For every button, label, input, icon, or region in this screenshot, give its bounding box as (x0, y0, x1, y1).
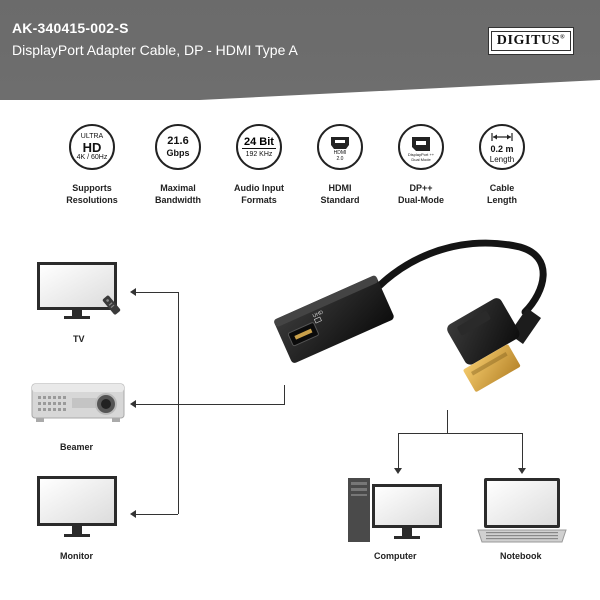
connector-line-beamer (134, 404, 284, 405)
arrow-to-notebook (518, 468, 526, 474)
bandwidth-icon: 21.6 Gbps (155, 124, 201, 170)
hdmi-connector-icon: HDMI 2.0 (317, 124, 363, 170)
audio-format-icon: 24 Bit 192 KHz (236, 124, 282, 170)
arrow-to-beamer (130, 400, 136, 408)
projector-icon (31, 383, 125, 422)
connector-line-dp (447, 410, 448, 434)
connector-line-adapter (284, 385, 285, 405)
monitor-label: Monitor (60, 551, 93, 561)
connector-line-vertical (178, 292, 179, 514)
connector-line-computer (398, 433, 399, 469)
connector-line-notebook (522, 433, 523, 469)
notebook-icon (477, 478, 567, 543)
computer-icon (348, 478, 442, 542)
cable-length-icon: 0.2 m Length (479, 124, 525, 170)
monitor-icon (37, 476, 117, 537)
notebook-label: Notebook (500, 551, 542, 561)
tv-label: TV (73, 334, 85, 344)
connector-line-monitor (134, 514, 178, 515)
tv-icon (37, 262, 121, 319)
adapter-cable-image: UHD (274, 239, 547, 392)
displayport-connector-icon: DisplayPort ++ Dual Mode (398, 124, 444, 170)
ultra-hd-icon: ULTRA HD 4K / 60Hz (69, 124, 115, 170)
feature-dp-dual-mode: DisplayPort ++ Dual Mode DP++Dual-Mode (381, 124, 461, 206)
arrow-to-monitor (130, 510, 136, 518)
product-title: DisplayPort Adapter Cable, DP - HDMI Typ… (12, 42, 298, 58)
computer-label: Computer (374, 551, 417, 561)
product-sku: AK-340415-002-S (12, 20, 129, 36)
brand-logo: DIGITUS® (488, 27, 574, 55)
beamer-label: Beamer (60, 442, 94, 452)
uhd-label: UHD (312, 309, 325, 319)
connector-line-horizontal (398, 433, 522, 434)
arrow-to-computer (394, 468, 402, 474)
connector-line-tv (134, 292, 178, 293)
arrow-to-tv (130, 288, 136, 296)
